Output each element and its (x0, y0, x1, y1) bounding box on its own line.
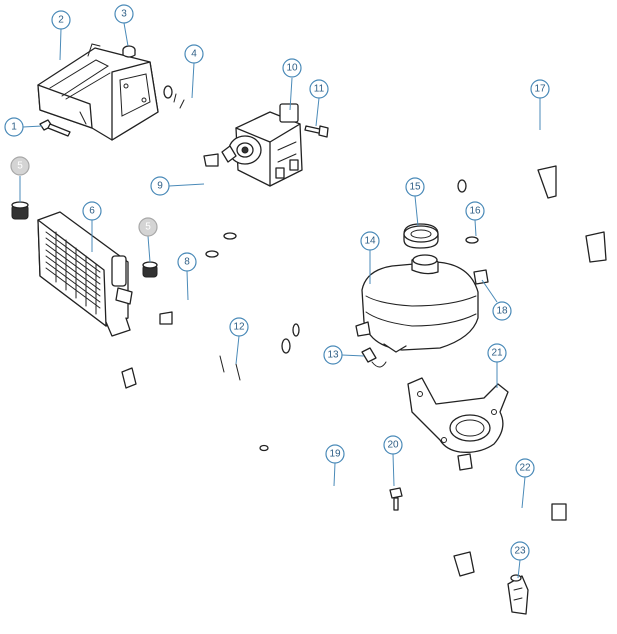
callout-5-right-label: 5 (145, 222, 151, 233)
part-11-bolt[interactable] (304, 125, 329, 138)
callout-4-label: 4 (191, 49, 197, 60)
callout-19[interactable]: 19 (325, 444, 345, 464)
part-8-hose[interactable] (159, 248, 224, 325)
part-23-connector[interactable] (507, 574, 529, 615)
callout-9[interactable]: 9 (150, 176, 170, 196)
callout-15-label: 15 (409, 182, 421, 193)
part-10-pump[interactable] (221, 103, 303, 187)
callout-12-label: 12 (233, 322, 245, 333)
callout-13[interactable]: 13 (323, 345, 343, 365)
callout-5-left[interactable]: 5 (10, 156, 30, 176)
part-4-hose[interactable] (163, 85, 217, 135)
part-15-cap[interactable] (403, 223, 439, 249)
callout-2-label: 2 (58, 15, 64, 26)
callout-22-label: 22 (519, 463, 531, 474)
callout-10[interactable]: 10 (282, 58, 302, 78)
callout-4[interactable]: 4 (184, 44, 204, 64)
part-9-hose[interactable] (198, 153, 237, 242)
part-2-bracket[interactable] (37, 43, 159, 141)
part-1-bolt[interactable] (39, 119, 71, 137)
part-12-hose-assembly[interactable] (121, 323, 300, 401)
callout-13-label: 13 (327, 350, 339, 361)
callout-15[interactable]: 15 (405, 177, 425, 197)
callout-17-label: 17 (534, 84, 546, 95)
callout-14[interactable]: 14 (360, 231, 380, 251)
callout-20-label: 20 (387, 440, 399, 451)
part-14-reservoir[interactable] (355, 254, 479, 353)
part-16-hose[interactable] (465, 231, 525, 291)
callout-3-label: 3 (121, 9, 127, 20)
part-21-gasket-bracket[interactable] (407, 377, 509, 453)
callout-19-label: 19 (329, 449, 341, 460)
callout-18-label: 18 (496, 306, 508, 317)
callout-5-right[interactable]: 5 (138, 217, 158, 237)
part-6-cooler[interactable] (37, 211, 133, 337)
callout-17[interactable]: 17 (530, 79, 550, 99)
part-17-tube-assembly[interactable] (457, 92, 607, 267)
part-13-clip[interactable] (361, 347, 387, 368)
callout-14-label: 14 (364, 236, 376, 247)
callout-11-label: 11 (314, 84, 325, 95)
callout-12[interactable]: 12 (229, 317, 249, 337)
part-22-hose[interactable] (457, 453, 567, 525)
part-19-long-tube[interactable] (259, 444, 497, 595)
callout-16[interactable]: 16 (465, 201, 485, 221)
callout-1-label: 1 (11, 122, 17, 133)
callout-22[interactable]: 22 (515, 458, 535, 478)
callout-21-label: 21 (491, 348, 503, 359)
callout-5-left-label: 5 (17, 161, 23, 172)
part-3-nut[interactable] (122, 45, 136, 58)
part-5-bushing-left[interactable] (11, 201, 29, 220)
callout-8[interactable]: 8 (177, 252, 197, 272)
callout-20[interactable]: 20 (383, 435, 403, 455)
callout-1[interactable]: 1 (4, 117, 24, 137)
callout-21[interactable]: 21 (487, 343, 507, 363)
callout-2[interactable]: 2 (51, 10, 71, 30)
part-5-bushing-right[interactable] (142, 261, 158, 278)
callout-8-label: 8 (184, 257, 190, 268)
callout-18[interactable]: 18 (492, 301, 512, 321)
callout-9-label: 9 (157, 181, 163, 192)
callout-10-label: 10 (286, 63, 298, 74)
callout-23[interactable]: 23 (510, 541, 530, 561)
part-20-bolt[interactable] (389, 487, 403, 511)
callout-23-label: 23 (514, 546, 526, 557)
leader-lines (19, 22, 541, 579)
part-18-clamp[interactable] (473, 269, 489, 285)
callout-6-label: 6 (89, 206, 95, 217)
callout-6[interactable]: 6 (82, 201, 102, 221)
callout-11[interactable]: 11 (309, 79, 329, 99)
callout-3[interactable]: 3 (114, 4, 134, 24)
callout-16-label: 16 (469, 206, 481, 217)
